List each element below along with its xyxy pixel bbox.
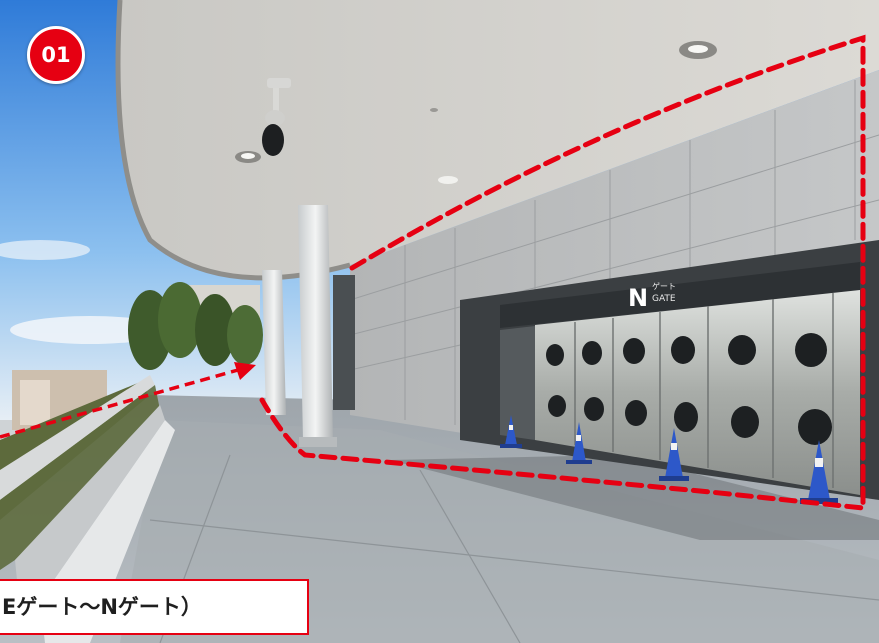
door-seams [574, 293, 834, 488]
railing-wall [15, 405, 165, 610]
gate-sign-letter: N [628, 284, 648, 312]
porthole-windows-upper [546, 333, 827, 367]
gate-sign-english: GATE [652, 294, 676, 304]
floor-joint [149, 519, 879, 601]
side-glass [500, 326, 535, 440]
gate-doors [535, 290, 860, 495]
highlight-outline [259, 34, 866, 511]
ceiling-lights [235, 41, 717, 184]
floor-joint [419, 469, 521, 643]
pillar-front [298, 205, 333, 440]
traffic-cones [500, 415, 838, 504]
photo-caption: Eゲート～Nゲート） [0, 579, 309, 635]
tree [195, 294, 235, 366]
photo-number-badge: 01 [27, 26, 85, 84]
gate-sign-kana: ゲート [652, 281, 676, 291]
highlight-arrow-head [234, 362, 256, 380]
distant-building [20, 380, 50, 425]
pillar-base [299, 437, 337, 447]
dark-recess [333, 275, 355, 410]
highlight-arrow-line [0, 368, 239, 439]
tree [227, 305, 263, 365]
porthole-windows-lower [548, 395, 832, 445]
gate-header [500, 262, 860, 328]
pillar-rear [262, 270, 286, 415]
floor-mat [390, 455, 879, 540]
security-camera [262, 78, 291, 156]
railing-top [0, 375, 155, 500]
railing-hedge [0, 385, 160, 570]
tree [158, 282, 202, 358]
walkway-shade [120, 420, 879, 643]
cloud [0, 240, 90, 260]
